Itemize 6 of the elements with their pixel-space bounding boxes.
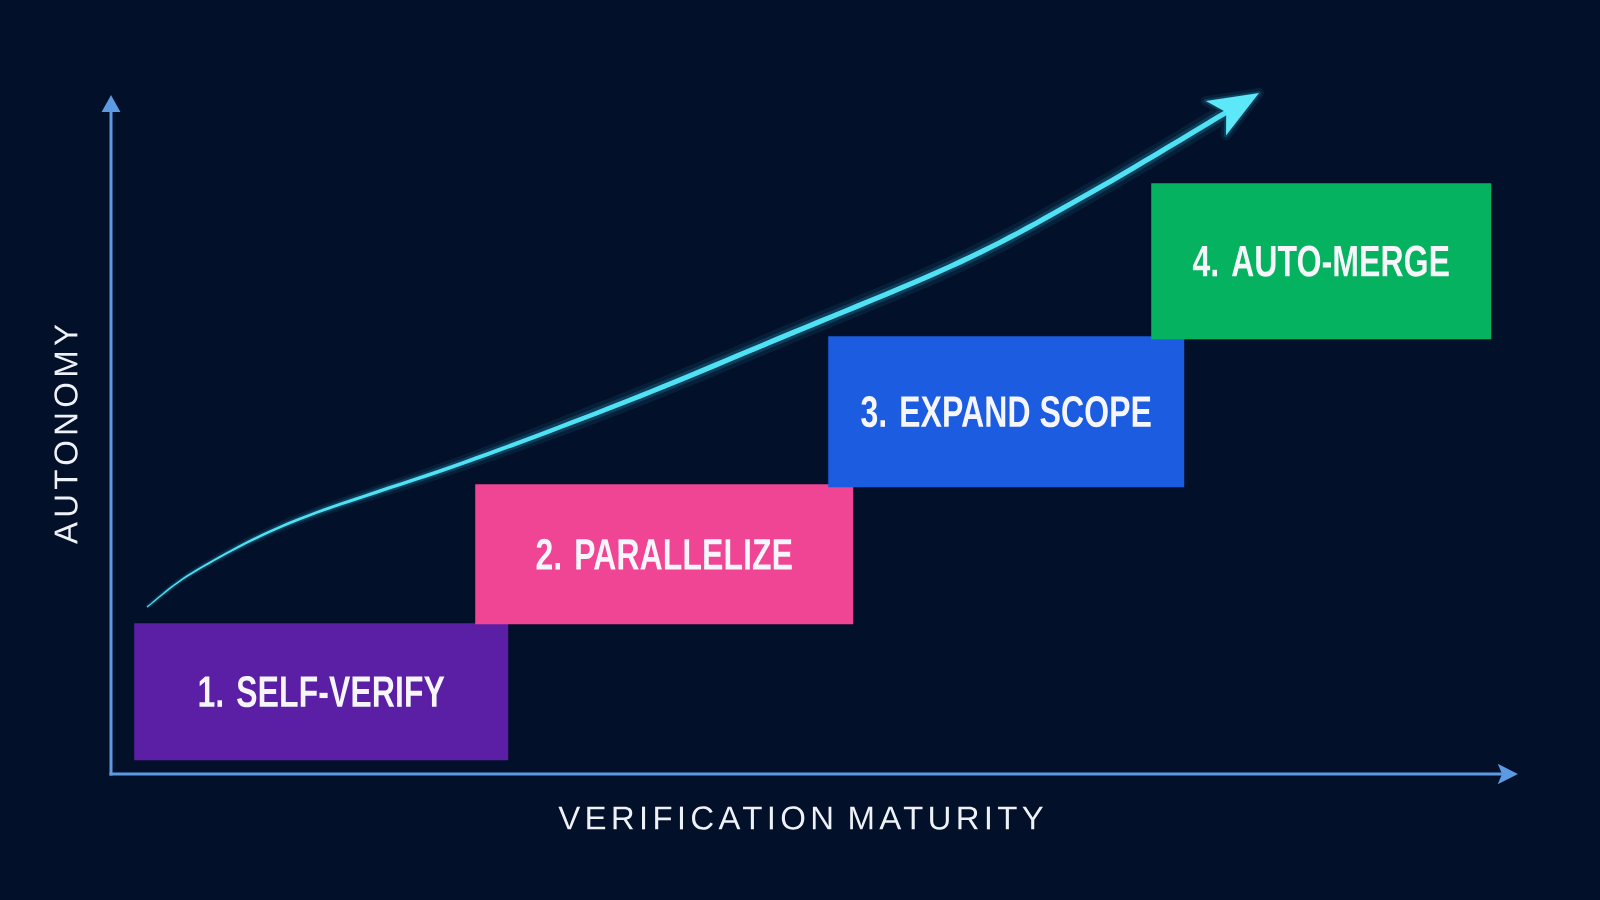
step-box: 4. AUTO-MERGE (1151, 183, 1492, 340)
step-box: 2. PARALLELIZE (475, 484, 854, 625)
step-box: 1. SELF-VERIFY (134, 623, 509, 761)
axis-label: VERIFICATION MATURITY (558, 806, 1043, 830)
step-box: 3. EXPAND SCOPE (828, 336, 1185, 488)
axis-label: AUTONOMY (54, 324, 78, 544)
